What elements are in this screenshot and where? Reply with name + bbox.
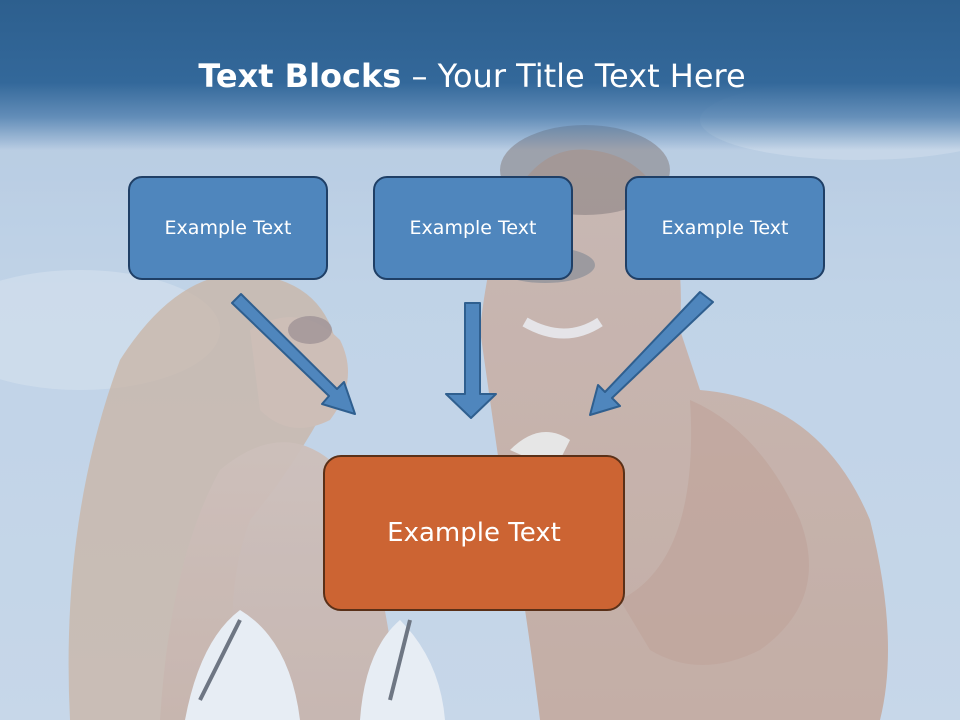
text-block-3: Example Text: [625, 176, 825, 280]
text-block-2: Example Text: [373, 176, 573, 280]
title-bold: Text Blocks: [198, 57, 402, 95]
title-regular: – Your Title Text Here: [401, 57, 746, 95]
text-block-1-label: Example Text: [164, 217, 292, 239]
page-title: Text Blocks – Your Title Text Here: [0, 52, 944, 100]
title-bar: [0, 0, 960, 150]
text-block-main: Example Text: [323, 455, 625, 611]
arrow-left: [231, 293, 356, 415]
text-block-3-label: Example Text: [661, 217, 789, 239]
text-block-main-label: Example Text: [387, 518, 561, 548]
text-block-2-label: Example Text: [409, 217, 537, 239]
text-block-1: Example Text: [128, 176, 328, 280]
arrow-right: [589, 291, 714, 416]
arrow-center: [445, 302, 497, 419]
